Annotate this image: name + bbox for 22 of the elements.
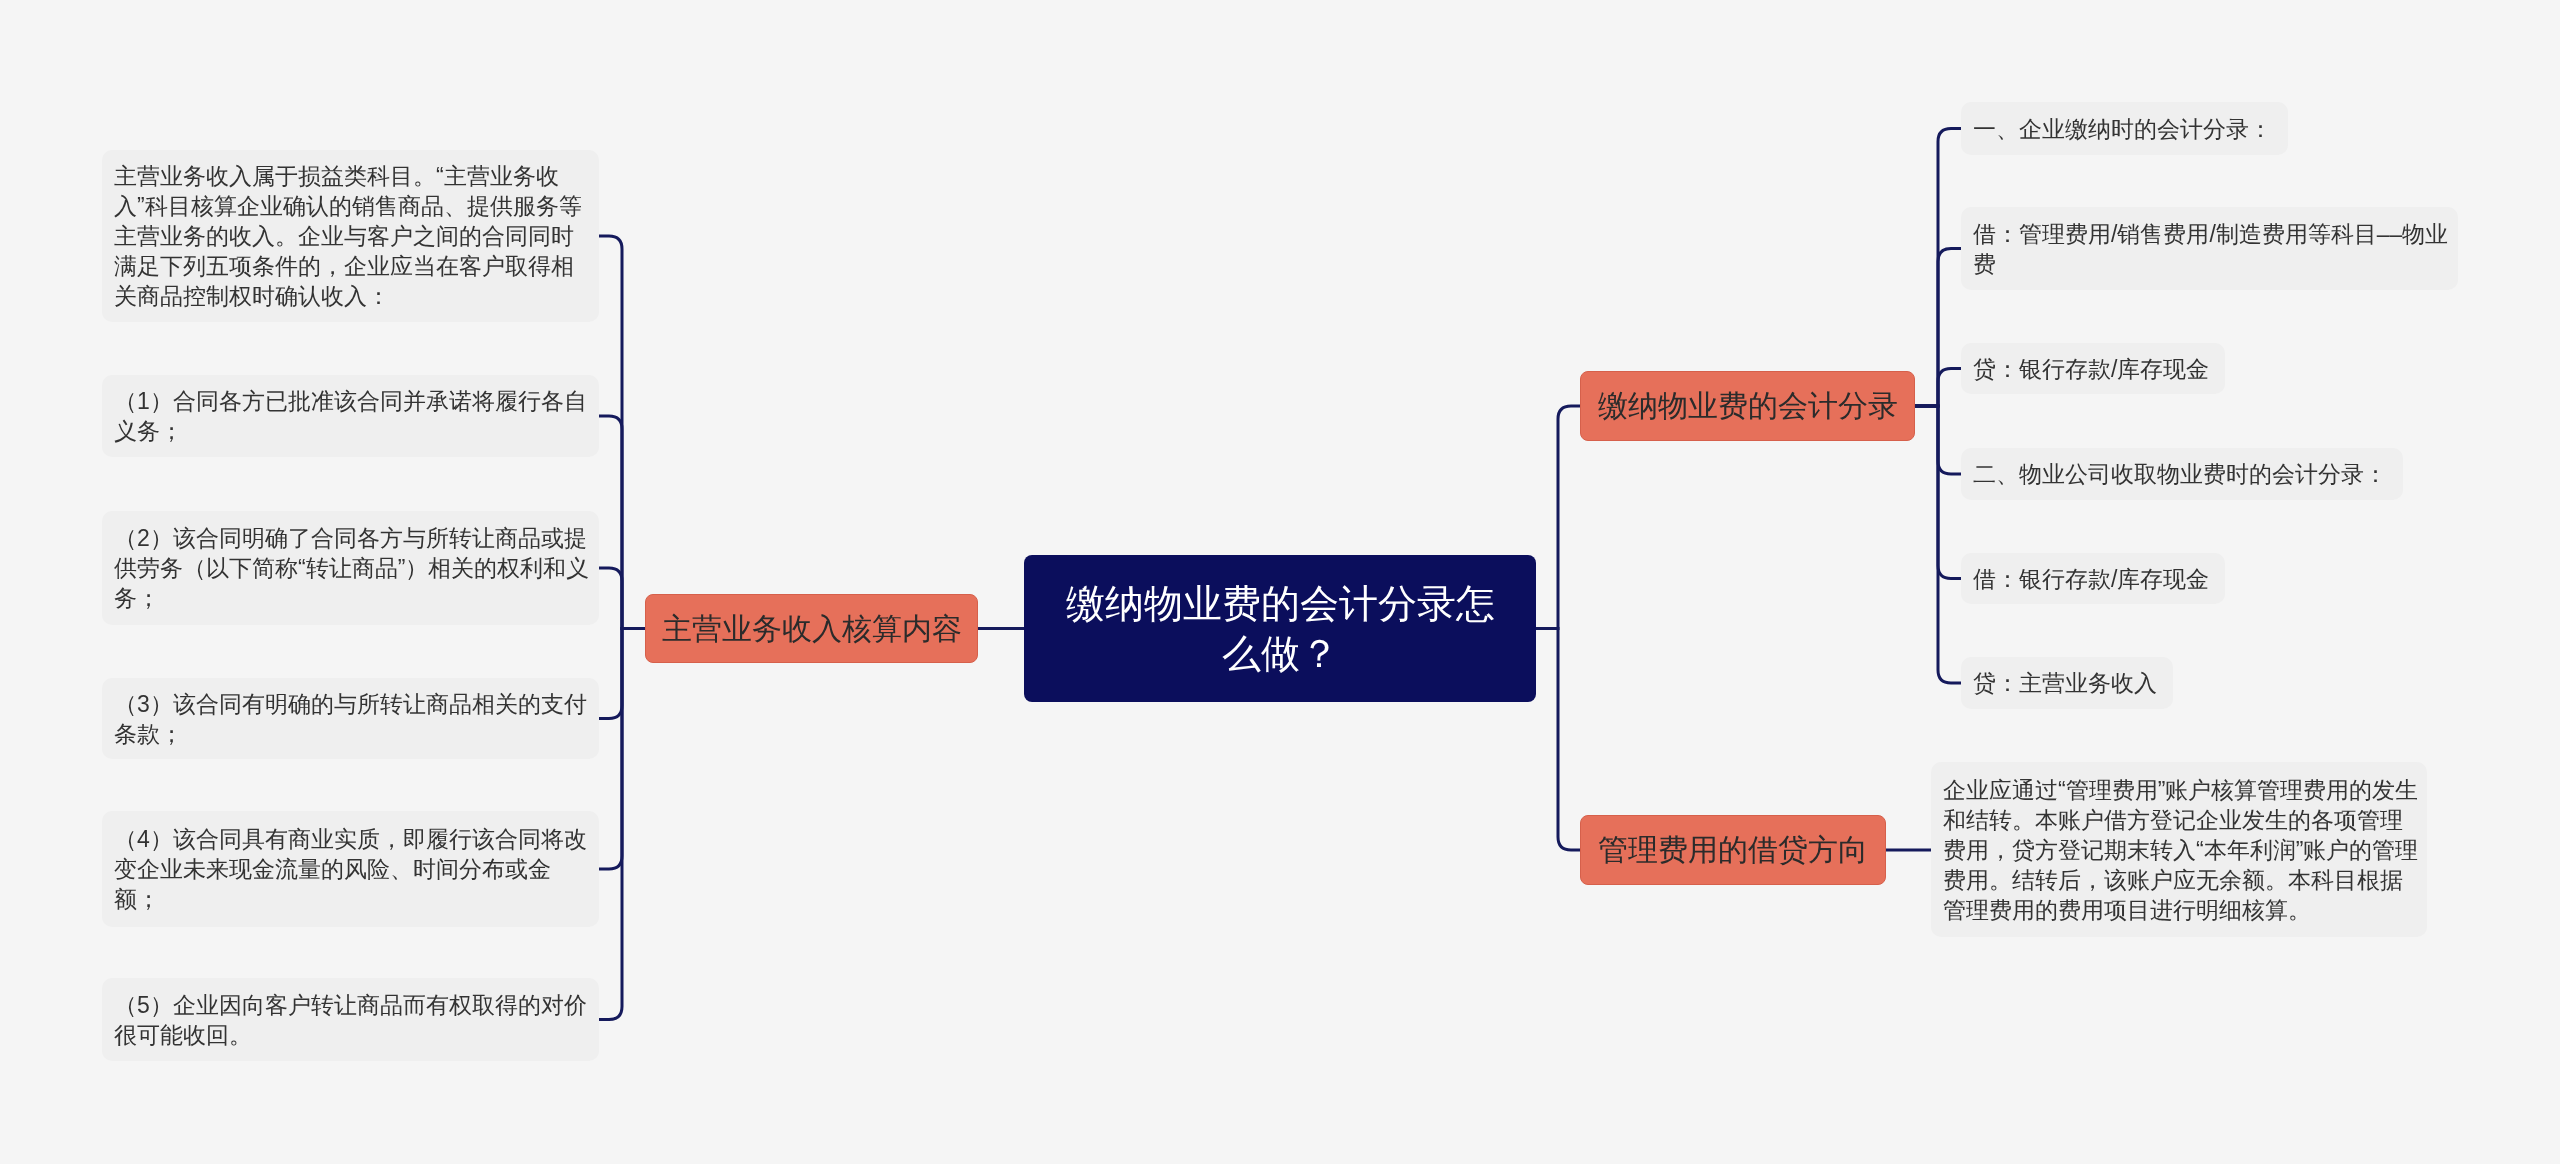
connector-line <box>978 627 1024 630</box>
note-card: 借：银行存款/库存现金 <box>1961 553 2226 604</box>
note-card: 二、物业公司收取物业费时的会计分录： <box>1961 448 2403 500</box>
connector-line <box>1915 404 1961 685</box>
connector-line <box>1886 848 1931 852</box>
topic-box: 主营业务收入核算内容 <box>645 594 978 663</box>
note-card: （4）该合同具有商业实质，即履行该合同将改变企业未来现金流量的风险、时间分布或金额； <box>102 811 599 927</box>
note-card: 主营业务收入属于损益类科目。“主营业务收入”科目核算企业确认的销售商品、提供服务等主营业务的收入。企业与客户之间的合同同时满足下列五项条件的，企业应当在客户取得相关商品控制权时确认收入： <box>102 150 599 322</box>
note-card: 借：管理费用/销售费用/制造费用等科目––物业费 <box>1961 207 2458 290</box>
note-card: 贷：银行存款/库存现金 <box>1961 343 2226 394</box>
note-card: （1）合同各方已批准该合同并承诺将履行各自义务； <box>102 375 599 457</box>
connector-line <box>1536 627 1580 852</box>
topic-box: 管理费用的借贷方向 <box>1580 815 1886 885</box>
note-card: 一、企业缴纳时的会计分录： <box>1961 102 2288 155</box>
note-card: 企业应通过“管理费用”账户核算管理费用的发生和结转。本账户借方登记企业发生的各项管理费用，贷方登记期末转入“本年利润”账户的管理费用。结转后，该账户应无余额。本科目根据管理费用的费用项目进行明细核算。 <box>1931 762 2427 937</box>
central-topic-box: 缴纳物业费的会计分录怎么做？ <box>1024 555 1536 702</box>
note-card: 贷：主营业务收入 <box>1961 657 2173 709</box>
note-card: （2）该合同明确了合同各方与所转让商品或提供劳务（以下简称“转让商品”）相关的权利和义务； <box>102 511 599 625</box>
note-card: （3）该合同有明确的与所转让商品相关的支付条款； <box>102 678 599 759</box>
note-card: （5）企业因向客户转让商品而有权取得的对价很可能收回。 <box>102 978 599 1061</box>
topic-box: 缴纳物业费的会计分录 <box>1580 371 1915 441</box>
connector-line <box>599 627 645 1021</box>
